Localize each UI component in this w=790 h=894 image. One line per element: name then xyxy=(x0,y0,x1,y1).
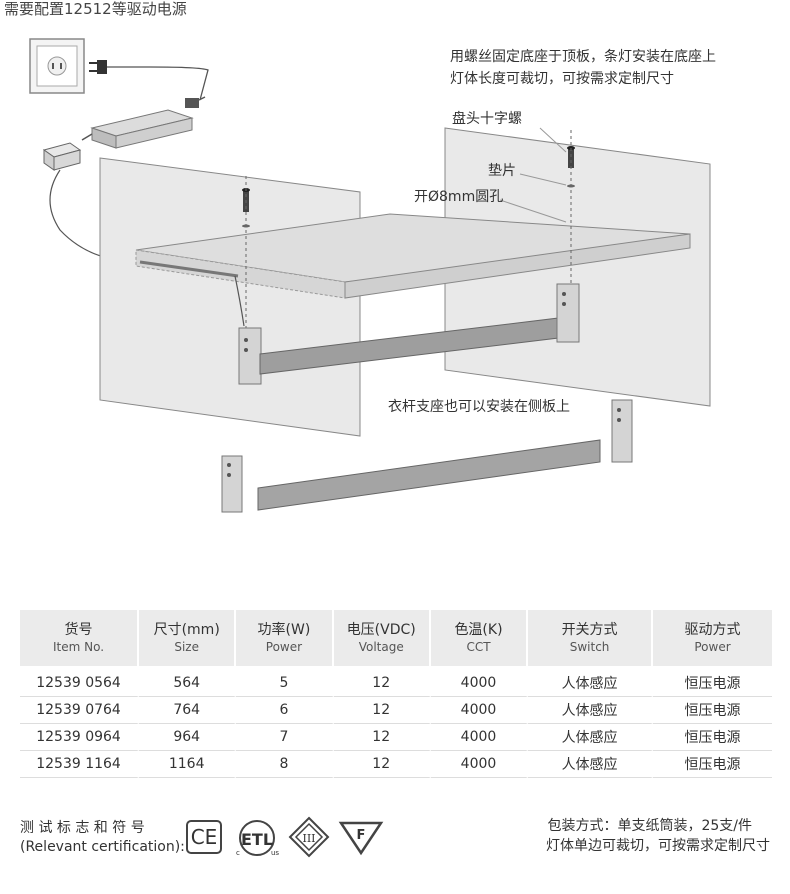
cell-size: 564 xyxy=(139,666,237,697)
power-plug-icon xyxy=(89,60,209,101)
driver-note: 需要配置12512等驱动电源 xyxy=(4,0,187,18)
cell-item-no: 12539 0964 xyxy=(20,724,140,751)
hole-label: 开Ø8mm圆孔 xyxy=(414,189,504,205)
cell-item-no: 12539 1164 xyxy=(20,751,140,778)
cell-cct: 4000 xyxy=(430,724,529,751)
header-cct: 色温(K)CCT xyxy=(430,610,529,666)
cell-power: 5 xyxy=(236,666,334,697)
f-mark-icon: F xyxy=(338,821,384,856)
mounted-rail xyxy=(238,283,580,385)
cell-power: 7 xyxy=(236,724,334,751)
svg-text:III: III xyxy=(302,832,315,845)
ce-mark-icon: CE xyxy=(186,820,222,854)
cell-switch: 人体感应 xyxy=(528,666,654,697)
connector-icon xyxy=(42,142,141,263)
cell-switch: 人体感应 xyxy=(528,751,654,778)
cell-voltage: 12 xyxy=(333,666,431,697)
cell-item-no: 12539 0564 xyxy=(20,666,140,697)
cell-cct: 4000 xyxy=(430,751,529,778)
screw-label: 盘头十字螺 xyxy=(452,111,522,127)
cell-power: 8 xyxy=(236,751,334,778)
cell-item-no: 12539 0764 xyxy=(20,697,140,724)
screw-right-icon xyxy=(567,130,575,284)
cell-driver: 恒压电源 xyxy=(653,697,772,724)
washer-label: 垫片 xyxy=(488,163,516,179)
header-voltage: 电压(VDC)Voltage xyxy=(333,610,431,666)
left-side-board xyxy=(99,157,361,437)
etl-mark-icon: ETL c us xyxy=(236,820,279,857)
cell-switch: 人体感应 xyxy=(528,697,654,724)
install-note-line1: 用螺丝固定底座于顶板，条灯安装在底座上 xyxy=(450,49,716,65)
install-note-line2: 灯体长度可裁切，可按需求定制尺寸 xyxy=(450,71,674,87)
screw-left-icon xyxy=(242,176,250,330)
header-power: 功率(W)Power xyxy=(236,610,334,666)
cell-cct: 4000 xyxy=(430,666,529,697)
cell-size: 1164 xyxy=(139,751,237,778)
cell-driver: 恒压电源 xyxy=(653,751,772,778)
svg-text:F: F xyxy=(357,828,366,843)
cell-cct: 4000 xyxy=(430,697,529,724)
cell-voltage: 12 xyxy=(333,724,431,751)
etl-c-text: c xyxy=(236,849,240,857)
etl-us-text: us xyxy=(271,849,279,857)
svg-text:ETL: ETL xyxy=(241,830,273,849)
power-driver-icon xyxy=(81,96,206,149)
cell-size: 764 xyxy=(139,697,237,724)
wall-socket-icon xyxy=(29,38,85,94)
cell-voltage: 12 xyxy=(333,697,431,724)
class3-mark-icon: III xyxy=(288,816,330,858)
cell-voltage: 12 xyxy=(333,751,431,778)
side-mount-label: 衣杆支座也可以安装在侧板上 xyxy=(388,399,570,415)
installation-diagram xyxy=(29,38,711,513)
cell-driver: 恒压电源 xyxy=(653,724,772,751)
cell-size: 964 xyxy=(139,724,237,751)
cell-switch: 人体感应 xyxy=(528,724,654,751)
cell-driver: 恒压电源 xyxy=(653,666,772,697)
cert-label-cn: 测 试 标 志 和 符 号 xyxy=(20,820,145,836)
cell-power: 6 xyxy=(236,697,334,724)
cert-label-en: (Relevant certification): xyxy=(20,839,185,855)
packaging-line1: 包装方式：单支纸筒装，25支/件 xyxy=(547,818,752,834)
header-size: 尺寸(mm)Size xyxy=(139,610,237,666)
packaging-line2: 灯体单边可裁切，可按需求定制尺寸 xyxy=(546,838,770,854)
loose-rail xyxy=(221,399,633,513)
led-strip xyxy=(139,260,239,278)
